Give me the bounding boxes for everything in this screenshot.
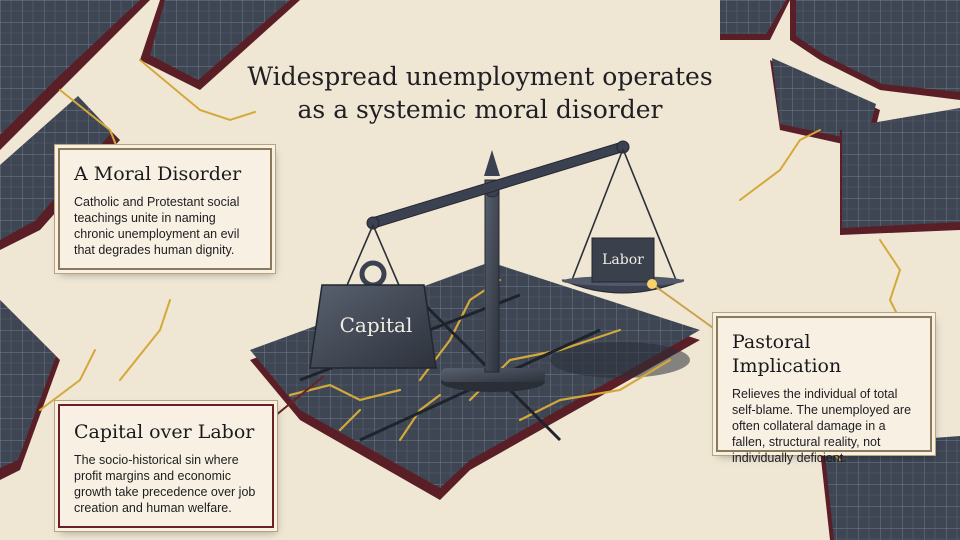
pastoral-implication-body: Relieves the individual of total self-bl…: [732, 387, 912, 465]
page-title: Widespread unemployment operates as a sy…: [220, 60, 740, 126]
pastoral-implication-heading: Pastoral Implication: [732, 331, 842, 377]
bottom-left-tiles: [0, 300, 60, 480]
labor-weight: [591, 237, 655, 283]
bottom-right-tiles: [820, 436, 960, 540]
capital-weight-label: Capital: [339, 313, 413, 337]
title-line-2: as a systemic moral disorder: [297, 95, 663, 124]
moral-disorder-body: Catholic and Protestant social teachings…: [74, 195, 240, 257]
balance-scale: [309, 140, 685, 392]
moral-disorder-card: A Moral Disorder Catholic and Protestant…: [58, 148, 272, 270]
capital-over-labor-heading: Capital over Labor: [74, 421, 255, 443]
capital-over-labor-body: The socio-historical sin where profit ma…: [74, 453, 256, 515]
capital-weight: [309, 284, 437, 369]
pastoral-implication-card: Pastoral Implication Relieves the indivi…: [716, 316, 932, 465]
title-line-1: Widespread unemployment operates: [247, 62, 713, 91]
capital-over-labor-card: Capital over Labor The socio-historical …: [58, 404, 274, 528]
callout-connectors: [269, 279, 717, 421]
labor-weight-label: Labor: [602, 252, 644, 268]
top-right-tiles: [720, 0, 960, 235]
moral-disorder-heading: A Moral Disorder: [74, 163, 242, 185]
